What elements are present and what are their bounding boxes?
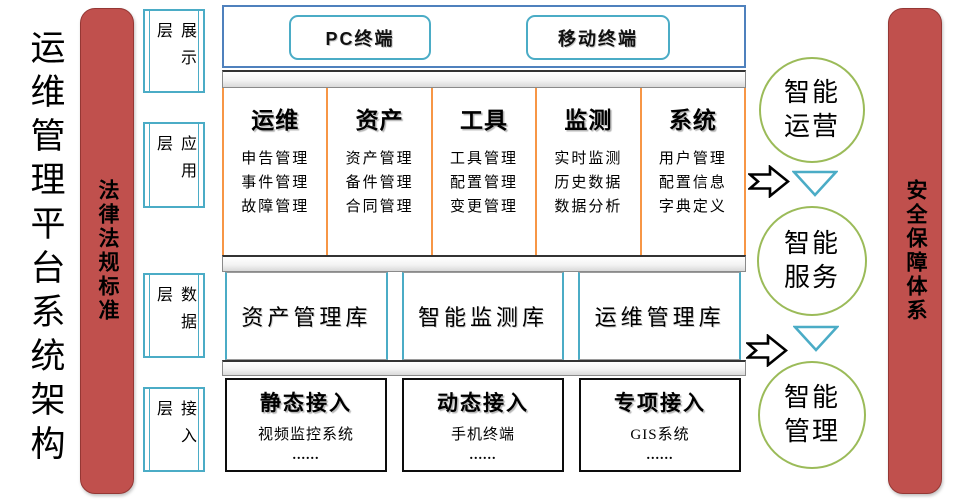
layer-tab-inner-lines bbox=[149, 389, 199, 470]
outcome-circle-smart-operation: 智能运营 bbox=[759, 57, 865, 163]
app-column-item: 备件管理 bbox=[345, 175, 414, 191]
ellipsis-text: ...... bbox=[292, 448, 320, 463]
app-column-title: 运维 bbox=[251, 107, 300, 133]
application-layer-row: 运维 申告管理 事件管理 故障管理 资产 资产管理 备件管理 合同管理 工具 工… bbox=[222, 88, 747, 255]
access-box-dynamic: 动态接入 手机终端 ...... bbox=[402, 378, 564, 472]
flow-arrow-icon bbox=[746, 334, 788, 367]
pillar-laws-standards-label: 法律法规标准 bbox=[96, 179, 119, 323]
app-column-title: 资产 bbox=[355, 107, 404, 133]
bus-bar-top bbox=[222, 70, 746, 88]
app-column-monitoring: 监测 实时监测 历史数据 数据分析 bbox=[535, 88, 639, 255]
app-column-item: 申告管理 bbox=[241, 151, 310, 167]
data-layer-row: 资产管理库 智能监测库 运维管理库 bbox=[222, 272, 746, 360]
pc-terminal-box: PC终端 bbox=[289, 15, 431, 60]
layer-tab-access: 接入层 bbox=[143, 387, 205, 472]
pillar-security-system: 安全保障体系 bbox=[888, 8, 942, 494]
app-column-item: 数据分析 bbox=[554, 199, 623, 215]
app-column-tools: 工具 工具管理 配置管理 变更管理 bbox=[430, 88, 535, 255]
app-column-item: 事件管理 bbox=[241, 175, 310, 191]
down-triangle-icon bbox=[792, 170, 838, 197]
outcome-label: 智能运营 bbox=[783, 78, 840, 141]
flow-arrow-icon bbox=[748, 165, 790, 198]
db-intelligent-monitoring: 智能监测库 bbox=[401, 272, 565, 360]
layer-tab-data: 数据层 bbox=[143, 273, 205, 358]
app-column-item: 配置管理 bbox=[450, 175, 519, 191]
ellipsis-text: ...... bbox=[646, 448, 674, 463]
access-box-item: 视频监控系统 bbox=[257, 427, 354, 443]
layer-tab-inner-lines bbox=[149, 11, 199, 91]
ellipsis-text: ...... bbox=[469, 448, 497, 463]
access-box-item: GIS系统 bbox=[630, 427, 690, 443]
db-asset-management: 资产管理库 bbox=[225, 272, 388, 360]
bus-bar-middle bbox=[222, 255, 746, 272]
app-column-item: 变更管理 bbox=[450, 199, 519, 215]
access-box-special: 专项接入 GIS系统 ...... bbox=[579, 378, 741, 472]
layer-tab-inner-lines bbox=[149, 275, 199, 356]
app-column-item: 历史数据 bbox=[554, 175, 623, 191]
access-box-title: 静态接入 bbox=[260, 392, 352, 415]
app-column-item: 资产管理 bbox=[345, 151, 414, 167]
outcome-circle-smart-service: 智能服务 bbox=[757, 206, 867, 316]
display-layer-box: PC终端 移动终端 bbox=[222, 5, 746, 68]
app-column-item: 合同管理 bbox=[345, 199, 414, 215]
access-box-item: 手机终端 bbox=[450, 427, 515, 443]
down-triangle-icon bbox=[793, 325, 839, 352]
layer-tab-display-label: 展示层 bbox=[154, 22, 195, 76]
app-column-item: 故障管理 bbox=[241, 199, 310, 215]
app-column-item: 配置信息 bbox=[658, 175, 727, 191]
pillar-security-system-label: 安全保障体系 bbox=[904, 179, 927, 323]
layer-tab-inner-lines bbox=[149, 124, 199, 206]
mobile-terminal-box: 移动终端 bbox=[526, 15, 670, 60]
page-title: 运维管理平台系统架构 bbox=[25, 29, 65, 469]
layer-tab-application: 应用层 bbox=[143, 122, 205, 208]
outcome-circle-smart-management: 智能管理 bbox=[758, 361, 866, 469]
access-box-static: 静态接入 视频监控系统 ...... bbox=[225, 378, 387, 472]
pillar-laws-standards: 法律法规标准 bbox=[80, 8, 134, 494]
app-column-system: 系统 用户管理 配置信息 字典定义 bbox=[639, 88, 747, 255]
outcome-label: 智能服务 bbox=[783, 229, 840, 292]
app-column-item: 实时监测 bbox=[554, 151, 623, 167]
app-column-title: 系统 bbox=[668, 107, 717, 133]
layer-tab-display: 展示层 bbox=[143, 9, 205, 93]
db-ops-management: 运维管理库 bbox=[578, 272, 742, 360]
access-box-title: 专项接入 bbox=[614, 392, 706, 415]
access-box-title: 动态接入 bbox=[437, 392, 529, 415]
layer-tab-access-label: 接入层 bbox=[154, 400, 195, 454]
layer-tab-data-label: 数据层 bbox=[154, 286, 195, 340]
app-column-item: 工具管理 bbox=[450, 151, 519, 167]
access-layer-row: 静态接入 视频监控系统 ...... 动态接入 手机终端 ...... 专项接入… bbox=[222, 378, 746, 472]
app-column-item: 字典定义 bbox=[658, 199, 727, 215]
app-column-item: 用户管理 bbox=[658, 151, 727, 167]
layer-tab-application-label: 应用层 bbox=[154, 135, 195, 189]
app-column-assets: 资产 资产管理 备件管理 合同管理 bbox=[326, 88, 430, 255]
bus-bar-bottom bbox=[222, 360, 746, 376]
app-column-title: 工具 bbox=[460, 107, 509, 133]
outcome-label: 智能管理 bbox=[783, 383, 840, 446]
app-column-title: 监测 bbox=[564, 107, 613, 133]
app-column-ops: 运维 申告管理 事件管理 故障管理 bbox=[222, 88, 326, 255]
